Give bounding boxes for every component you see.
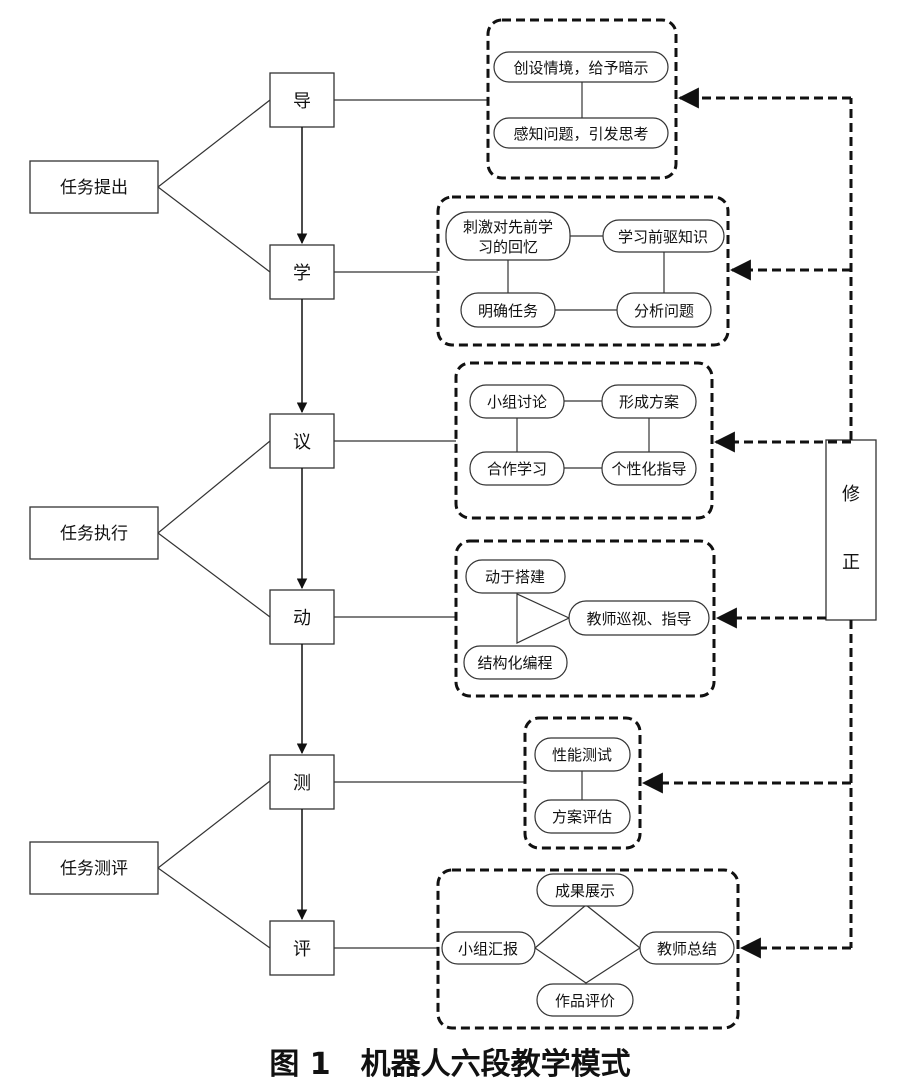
stage-box-xue: 学 [269, 244, 335, 300]
node-plan-evaluation [534, 799, 631, 834]
node-structured-programming-label: 结构化编程 [477, 654, 552, 672]
node-clarify-task-label: 明确任务 [478, 302, 538, 320]
node-teacher-patrol [568, 600, 710, 636]
stage-label-ce: 测 [293, 773, 311, 794]
stage-box-dong: 动 [269, 589, 335, 645]
stage-group-connectors [334, 99, 525, 949]
task-box-execution: 任务执行 [29, 506, 159, 560]
task-stage-connectors [157, 99, 271, 949]
stage-label-dong: 动 [293, 608, 311, 629]
node-recall-prior-line2: 习的回忆 [478, 238, 538, 256]
flow-diamond [534, 904, 642, 984]
node-create-context-label: 创设情境，给予暗示 [513, 59, 648, 77]
node-group-discussion [469, 384, 565, 419]
node-group-discussion-label: 小组讨论 [487, 393, 547, 411]
node-group-report [441, 931, 536, 965]
node-recall-prior-line1: 刺激对先前学 [463, 218, 553, 236]
node-analyze-problem [616, 292, 712, 328]
correction-box: 修 正 [825, 439, 877, 621]
stage-label-xue: 学 [293, 263, 311, 284]
node-group-report-label: 小组汇报 [458, 940, 518, 958]
task-label-evaluation: 任务测评 [60, 859, 128, 879]
group-ce: 性能测试 方案评估 [523, 716, 642, 850]
correction-feedback-arrows [641, 87, 853, 959]
correction-char-2: 正 [842, 552, 860, 573]
node-work-evaluation [536, 983, 634, 1017]
task-label-execution: 任务执行 [60, 524, 128, 544]
node-recall-prior [445, 211, 571, 261]
correction-char-1: 修 [842, 484, 860, 505]
node-performance-test-label: 性能测试 [552, 746, 612, 764]
group-dong: 动于搭建 教师巡视、指导 结构化编程 [454, 539, 716, 698]
group-ping: 成果展示 小组汇报 教师总结 作品评价 [436, 868, 740, 1030]
task-box-proposal: 任务提出 [29, 160, 159, 214]
group-dao: 创设情境，给予暗示 感知问题，引发思考 [486, 18, 678, 180]
node-form-plan-label: 形成方案 [619, 393, 679, 411]
node-build [465, 559, 566, 594]
node-cooperative-learning-label: 合作学习 [487, 460, 547, 478]
node-prereq-knowledge [602, 219, 725, 253]
node-showcase [536, 873, 634, 907]
node-structured-programming [463, 645, 568, 680]
node-create-context [493, 51, 669, 83]
node-performance-test [534, 737, 631, 772]
stage-label-ping: 评 [293, 939, 311, 960]
node-showcase-label: 成果展示 [555, 882, 615, 900]
figure-caption: 图 1 机器人六段教学模式 [269, 1047, 630, 1082]
node-work-evaluation-label: 作品评价 [555, 992, 615, 1010]
node-teacher-summary-label: 教师总结 [657, 940, 717, 958]
node-teacher-summary [639, 931, 735, 965]
node-cooperative-learning [469, 451, 565, 486]
task-label-proposal: 任务提出 [60, 178, 128, 198]
stage-label-yi: 议 [293, 432, 311, 453]
group-yi: 小组讨论 形成方案 合作学习 个性化指导 [454, 361, 714, 520]
stage-box-yi: 议 [269, 413, 335, 469]
task-box-evaluation: 任务测评 [29, 841, 159, 895]
node-perceive-problem-label: 感知问题，引发思考 [513, 125, 648, 143]
node-analyze-problem-label: 分析问题 [634, 302, 694, 320]
node-teacher-patrol-label: 教师巡视、指导 [586, 610, 691, 628]
flow-triangle [516, 593, 571, 644]
node-plan-evaluation-label: 方案评估 [552, 808, 612, 826]
stage-box-ping: 评 [269, 920, 335, 976]
stage-label-dao: 导 [293, 91, 311, 112]
node-form-plan [601, 384, 697, 419]
group-xue: 刺激对先前学 习的回忆 学习前驱知识 明确任务 分析问题 [436, 195, 730, 347]
node-personal-guidance-label: 个性化指导 [611, 460, 686, 478]
stage-box-dao: 导 [269, 72, 335, 128]
node-build-label: 动于搭建 [485, 568, 545, 586]
node-prereq-knowledge-label: 学习前驱知识 [618, 228, 708, 246]
node-personal-guidance [601, 451, 697, 486]
node-perceive-problem [493, 117, 669, 149]
node-clarify-task [460, 292, 556, 328]
stage-box-ce: 测 [269, 754, 335, 810]
